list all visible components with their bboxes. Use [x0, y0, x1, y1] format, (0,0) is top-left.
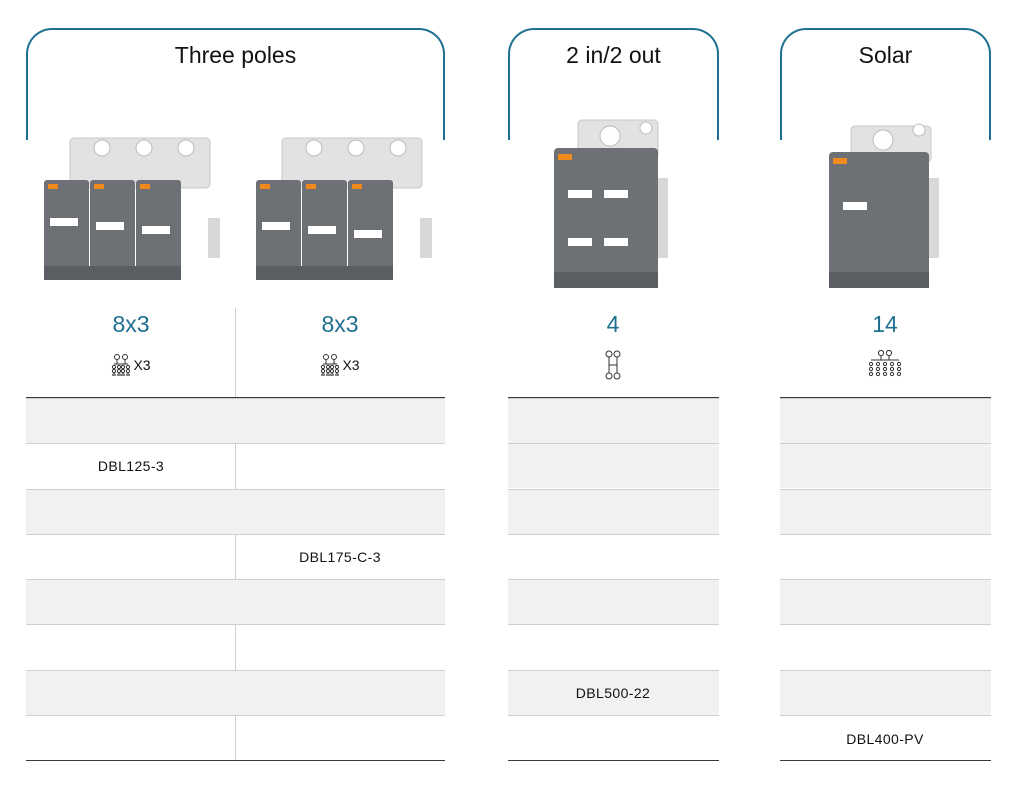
table-header-rule [508, 397, 719, 398]
terminal-count: 8x3 [321, 311, 359, 337]
table-row [508, 443, 719, 488]
terminal-symbol: X3 [71, 350, 191, 380]
table-row [26, 715, 445, 760]
table-bottom-rule [508, 760, 719, 761]
part-number: DBL175-C-3 [299, 549, 381, 565]
part-number: DBL500-22 [575, 685, 651, 701]
table-row [26, 534, 445, 579]
table-row [780, 579, 991, 624]
table-row [508, 715, 719, 760]
table-header-rule [780, 397, 991, 398]
product-image-dbl125-3 [44, 137, 220, 280]
table-header-rule [26, 397, 445, 398]
part-number: DBL400-PV [846, 731, 924, 747]
table-row [780, 534, 991, 579]
product-image-dbl500-22 [554, 119, 668, 288]
table-row [780, 670, 991, 715]
table-row [508, 534, 719, 579]
table-row [508, 624, 719, 669]
table-row [508, 579, 719, 624]
group-title-2in-2out: 2 in/2 out [566, 42, 661, 68]
table-row [780, 443, 991, 488]
product-image-dbl175-c-3 [256, 137, 432, 280]
table-row [26, 579, 445, 624]
terminal-count: 8x3 [112, 311, 150, 337]
group-title-three-poles: Three poles [174, 42, 297, 68]
terminal-symbol [825, 350, 945, 380]
terminal-symbol [553, 350, 673, 380]
solar-connection-icon [868, 350, 902, 377]
table-row [508, 670, 719, 715]
group-frame-2in-2out [508, 28, 719, 140]
terminal-count: 14 [872, 311, 898, 337]
table-bottom-rule [26, 760, 445, 761]
multiplier-label: X3 [342, 357, 360, 373]
table-row [26, 489, 445, 534]
part-number: DBL125-3 [97, 458, 165, 474]
table-row [508, 398, 719, 443]
group-frame-solar [780, 28, 991, 140]
table-row [780, 715, 991, 760]
group-frame-three-poles [26, 28, 445, 140]
group-title-solar: Solar [858, 42, 913, 68]
two-in-two-out-icon [605, 350, 621, 380]
table-row [26, 670, 445, 715]
terminal-count: 4 [606, 311, 620, 337]
connection-diagram-icon [112, 354, 131, 376]
terminal-symbol: X3 [280, 350, 400, 380]
table-row [26, 398, 445, 443]
table-row [780, 398, 991, 443]
table-row [26, 624, 445, 669]
table-row [780, 489, 991, 534]
table-row [508, 489, 719, 534]
product-image-dbl400-pv [829, 123, 939, 288]
multiplier-label: X3 [133, 357, 151, 373]
table-row [26, 443, 445, 488]
table-row [780, 624, 991, 669]
connection-diagram-icon [321, 354, 340, 376]
table-bottom-rule [780, 760, 991, 761]
